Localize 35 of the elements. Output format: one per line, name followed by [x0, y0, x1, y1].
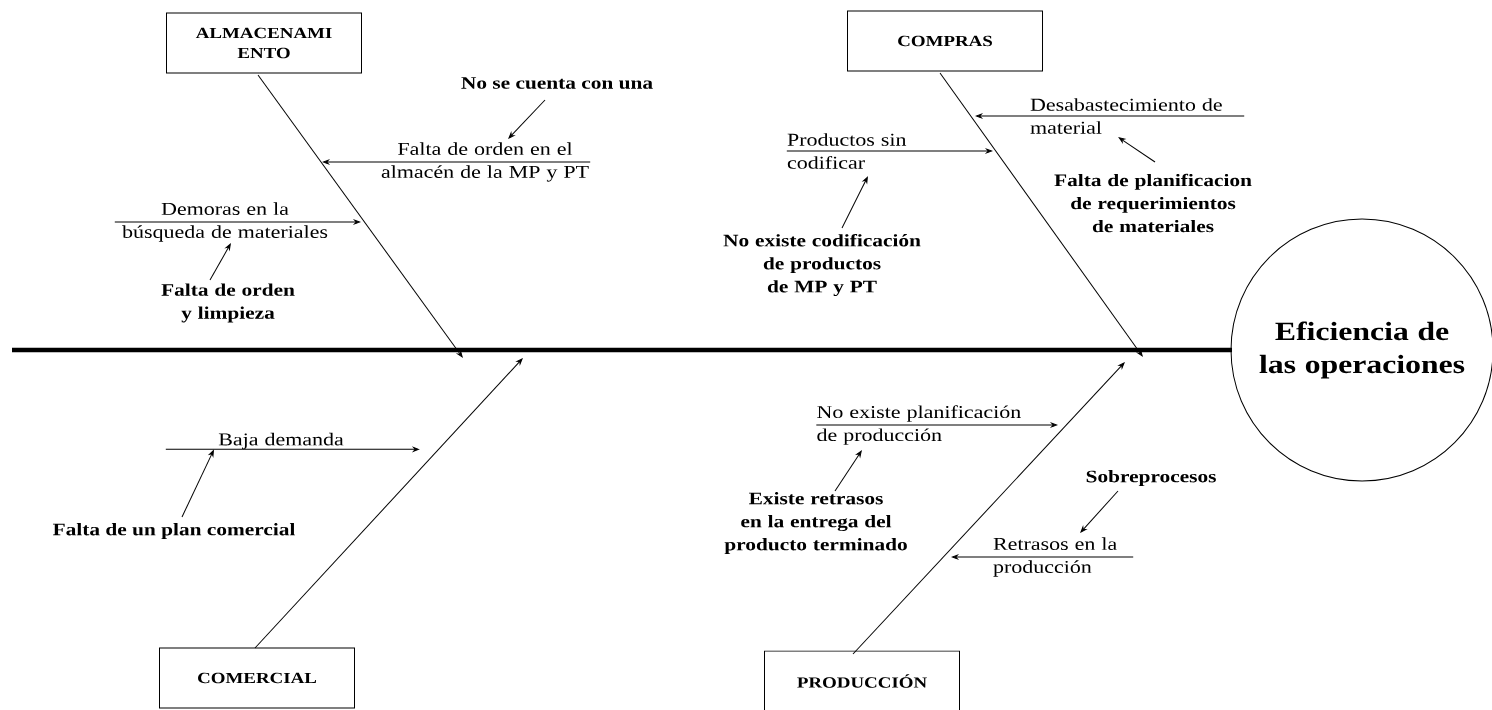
arrow [815, 422, 1058, 428]
root-cause-text: No existe codificación de productos de MP y PT [723, 233, 921, 297]
arrow [939, 72, 1143, 357]
category-box: COMPRAS [847, 10, 1043, 72]
arrow [852, 362, 1125, 655]
arrow [165, 447, 420, 452]
root-cause-text: Falta de un plan comercial [53, 523, 296, 539]
cause-text: Baja demanda [218, 432, 344, 450]
arrow [257, 74, 463, 358]
arrow [209, 243, 231, 281]
arrow [1118, 137, 1156, 163]
root-cause-text: Existe retrasos en la entrega del producto terminado [724, 492, 907, 554]
root-cause-text: Sobreprocesos [1086, 470, 1216, 486]
arrow [951, 554, 1134, 560]
arrow [322, 159, 591, 165]
cause-text: Demoras en la búsqueda de materiales [122, 202, 328, 242]
arrow [254, 358, 523, 649]
category-box: ALMACENAMI ENTO [166, 12, 362, 74]
arrow [975, 113, 1245, 119]
arrow [786, 148, 993, 154]
category-box: COMERCIAL [159, 647, 355, 709]
cause-text: Productos sin codificar [787, 133, 907, 169]
category-box: PRODUCCIÓN [764, 650, 960, 710]
cause-text: No existe planificación de producción [817, 405, 1021, 445]
arrow [1080, 490, 1119, 533]
root-cause-text: No se cuenta con una [461, 77, 653, 89]
arrow [114, 219, 361, 225]
root-cause-text: Falta de orden y limpieza [161, 283, 295, 323]
arrow [508, 99, 546, 139]
arrow [181, 450, 214, 518]
cause-text: Falta de orden en el almacén de la MP y PT [381, 142, 589, 182]
arrow [834, 450, 862, 492]
cause-text: Retrasos en la producción [993, 537, 1117, 577]
cause-text: Desabastecimiento de material [1030, 98, 1222, 134]
arrow [841, 176, 868, 229]
